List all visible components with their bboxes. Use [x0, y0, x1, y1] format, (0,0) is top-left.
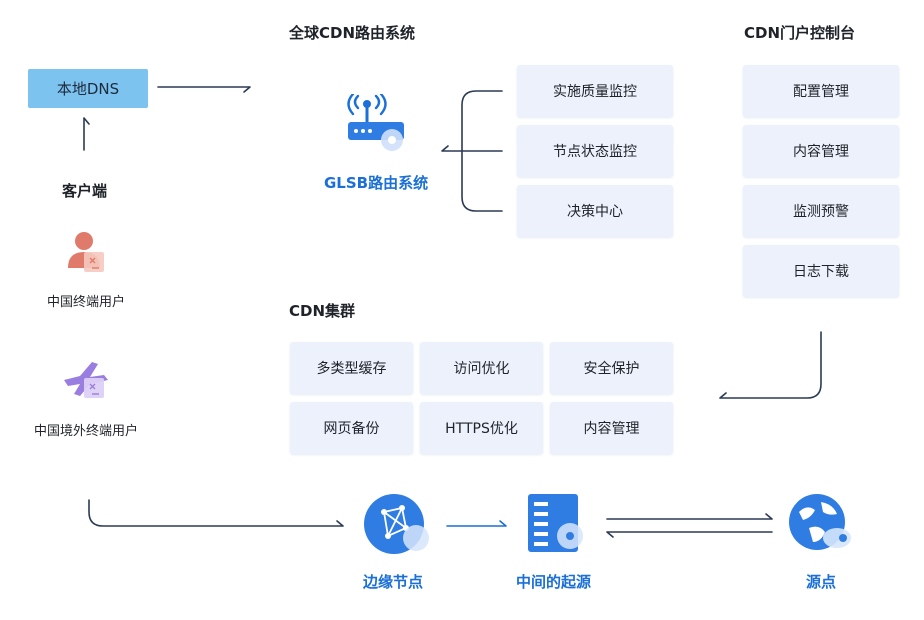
cluster-access-optimization-label: 访问优化: [453, 361, 510, 377]
cluster-web-backup[interactable]: 网页备份: [290, 402, 413, 454]
cluster-web-backup-label: 网页备份: [323, 421, 380, 437]
cluster-content-management-label: 内容管理: [583, 421, 640, 437]
cluster-multi-cache[interactable]: 多类型缓存: [290, 342, 413, 394]
portal-content-management-label: 内容管理: [793, 144, 849, 160]
china-user-icon: [64, 228, 110, 276]
cluster-https-optimization-label: HTTPS优化: [445, 421, 518, 437]
router-icon: [344, 92, 410, 152]
portal-log-download-label: 日志下载: [793, 264, 849, 280]
cluster-access-optimization[interactable]: 访问优化: [420, 342, 543, 394]
portal-log-download[interactable]: 日志下载: [743, 245, 899, 297]
portal-monitoring-alert[interactable]: 监测预警: [743, 185, 899, 237]
portal-config-management-label: 配置管理: [793, 84, 849, 100]
module-quality-monitor-label: 实施质量监控: [553, 84, 637, 100]
local-dns-label: 本地DNS: [56, 80, 120, 98]
overseas-user-icon: [62, 358, 110, 402]
globe-icon: [787, 494, 853, 554]
china-user-label: 中国终端用户: [47, 295, 126, 310]
portal-config-management[interactable]: 配置管理: [743, 65, 899, 117]
cluster-title: CDN集群: [289, 302, 356, 320]
module-decision-center-label: 决策中心: [567, 204, 623, 220]
portal-to-cluster-arrow: [719, 331, 822, 399]
client-to-edge-arrow: [88, 499, 344, 527]
bracket-to-glsb-arrow: [441, 145, 503, 152]
portal-title: CDN门户控制台: [744, 24, 856, 42]
origin-to-middle-arrow: [606, 531, 773, 538]
edge-node-label: 边缘节点: [363, 573, 424, 591]
overseas-user-label: 中国境外终端用户: [34, 424, 139, 439]
cluster-security-protection[interactable]: 安全保护: [550, 342, 673, 394]
client-title: 客户端: [62, 182, 108, 200]
glsb-section-title: 全球CDN路由系统: [289, 24, 416, 42]
middle-to-origin-arrow: [606, 513, 773, 520]
edge-to-middle-arrow: [446, 520, 507, 527]
module-node-status-monitor[interactable]: 节点状态监控: [517, 125, 673, 177]
portal-monitoring-alert-label: 监测预警: [793, 204, 849, 220]
client-to-dns-arrow: [83, 117, 90, 151]
edge-node-icon: [362, 494, 432, 556]
cluster-multi-cache-label: 多类型缓存: [316, 361, 387, 377]
middle-origin-label: 中间的起源: [516, 573, 592, 591]
portal-content-management[interactable]: 内容管理: [743, 125, 899, 177]
origin-label: 源点: [806, 573, 837, 591]
local-dns-box[interactable]: 本地DNS: [28, 69, 148, 108]
module-quality-monitor[interactable]: 实施质量监控: [517, 65, 673, 117]
glsb-system-label: GLSB路由系统: [324, 174, 429, 192]
module-node-status-monitor-label: 节点状态监控: [553, 144, 637, 160]
server-icon: [524, 492, 586, 556]
module-decision-center[interactable]: 决策中心: [517, 185, 673, 237]
dns-to-glsb-arrow: [157, 86, 251, 93]
cluster-security-protection-label: 安全保护: [583, 361, 640, 377]
cluster-content-management[interactable]: 内容管理: [550, 402, 673, 454]
cluster-https-optimization[interactable]: HTTPS优化: [420, 402, 543, 454]
